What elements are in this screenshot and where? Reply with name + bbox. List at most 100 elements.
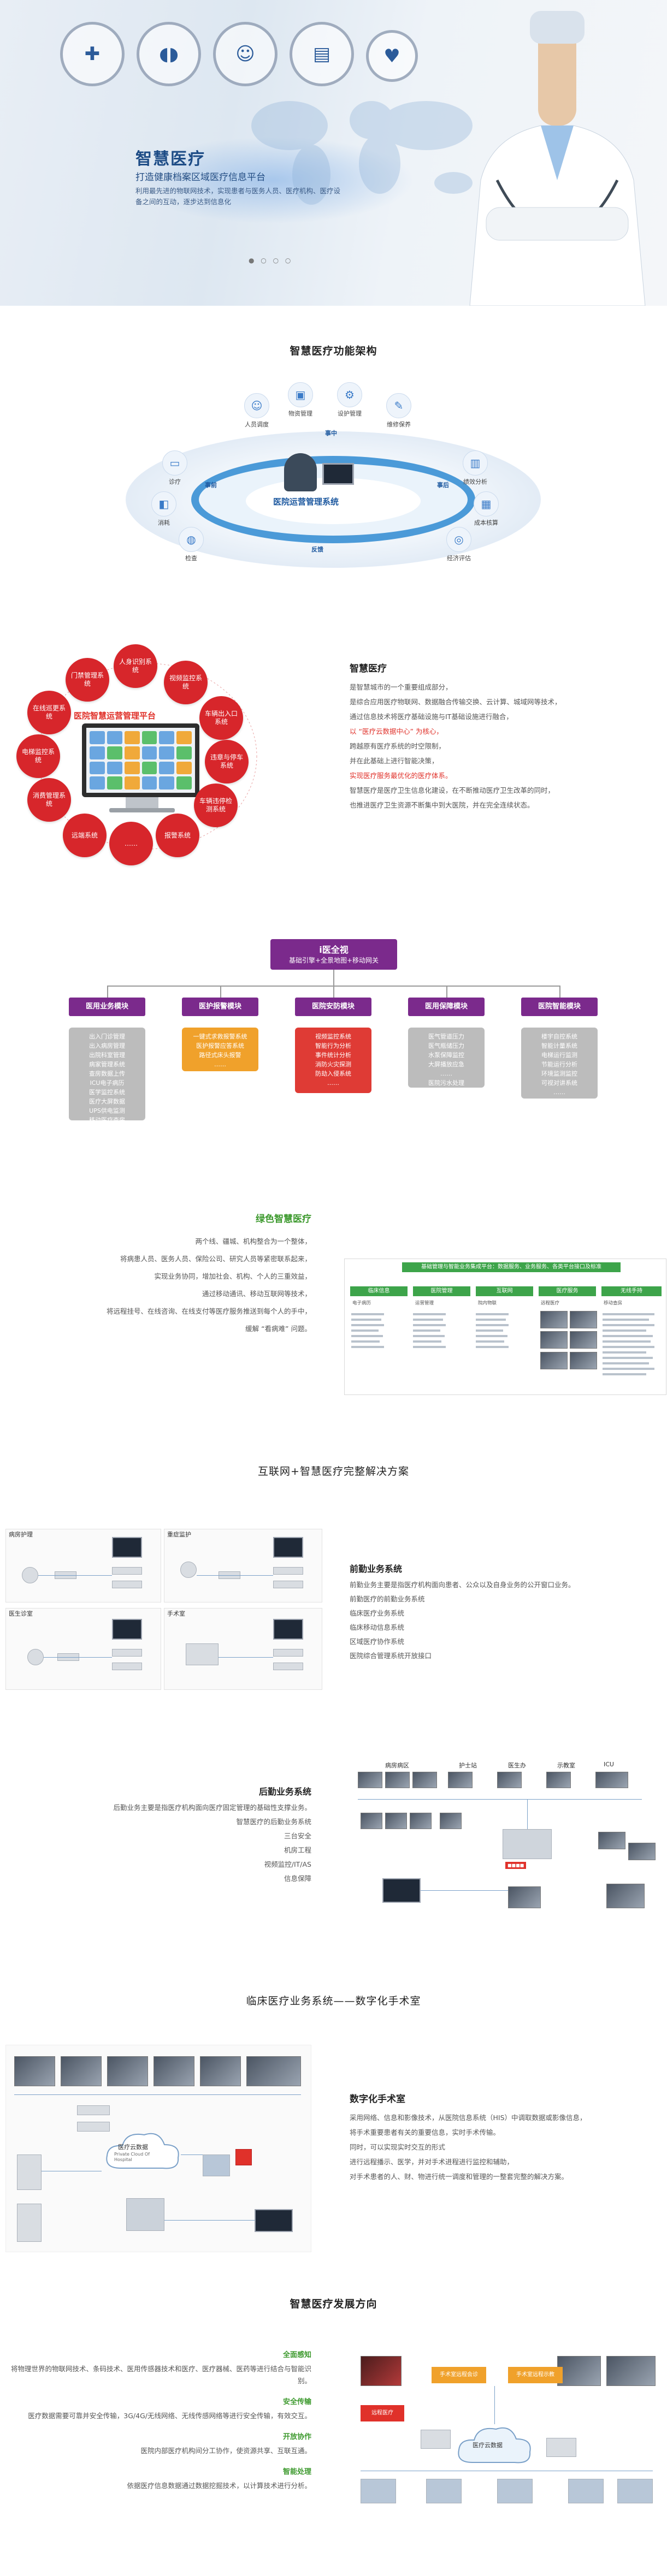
wire [38, 1575, 112, 1576]
report-icon: ▤ [290, 22, 354, 86]
iv-bag-icon [27, 1649, 44, 1665]
green-sub: 远程医疗 [541, 1301, 560, 1306]
node-treatment: ▭诊疗 [153, 450, 197, 486]
arch-tag-left: 事前 [205, 482, 217, 489]
module-item: 出入病房管理 [89, 1042, 125, 1049]
bubble-identity: 人身识别系统 [114, 644, 157, 688]
bed-icon: ▭ [162, 450, 187, 476]
device-icon [421, 2430, 451, 2449]
bubble-parking: 违章与停车系统 [205, 740, 249, 784]
module-item: 路径式床头报警 [199, 1052, 241, 1059]
green-line: 两个线、疆城、机构整合为一个整体， [195, 1237, 311, 1245]
device-icon [77, 2122, 110, 2132]
room-photo [497, 1772, 522, 1788]
green-photo [540, 1311, 568, 1328]
room-photo [546, 1772, 571, 1788]
or-heading: 数字化手术室 [350, 2094, 405, 2105]
wire [44, 1657, 112, 1658]
tree-line [333, 970, 334, 986]
front-item: 临床移动信息系统 [350, 1623, 405, 1631]
or-photo [246, 2056, 301, 2086]
module-item: 医气瓶储压力 [428, 1042, 464, 1049]
room-photo [358, 1772, 382, 1788]
bubble-vehicle-gate: 车辆出入口系统 [199, 696, 243, 740]
cart-icon [17, 2154, 42, 2190]
pill-icon: ◖◗ [137, 22, 201, 86]
carousel-dots[interactable]: ● ○ ○ ○ [249, 257, 293, 264]
green-text-grid [351, 1313, 509, 1348]
bubble-video: 视频监控系统 [164, 661, 208, 704]
device-icon [112, 1581, 142, 1588]
module-item: 病家管理系统 [89, 1061, 125, 1068]
or-line: 将手术重要患者有关的重要信息，实时手术传输。 [350, 2128, 500, 2136]
doctor-icon: ☺ [213, 22, 278, 86]
green-sub: 电子病历 [352, 1301, 371, 1306]
module-item: 智能计量系统 [541, 1042, 577, 1049]
hero-banner: ✚ ◖◗ ☺ ▤ ♥ 智慧医疗 打造健康档案区域医疗信息平台 利用最先进的物联网… [0, 0, 667, 306]
module-item: 出入门诊管理 [89, 1033, 125, 1040]
device-icon [273, 1567, 303, 1575]
room-photo [412, 1772, 437, 1788]
or-photo [107, 2056, 148, 2086]
green-sub: 移动查房 [604, 1301, 623, 1306]
hospital-icon [568, 2479, 604, 2503]
green-line: 通过移动通讯、移动互联网等技术， [202, 1290, 311, 1298]
platform-title: 医院智慧运营管理平台 [74, 711, 156, 721]
green-text: 两个线、疆城、机构整合为一个整体， 将病患人员、医务人员、保险公司、研究人员等紧… [33, 1233, 311, 1338]
or-photo [606, 2356, 656, 2386]
back-item: 视频监控/IT/AS [264, 1860, 311, 1868]
or-diagram: 医疗云数据 Private Cloud Of Hospital [5, 2045, 311, 2252]
robot-icon [126, 2198, 164, 2231]
front-item: 医院综合管理系统开放接口 [350, 1652, 432, 1660]
cloud-icon [106, 2133, 179, 2169]
module-item: 医学监控系统 [89, 1089, 125, 1096]
smart-line: 通过信息技术将医疗基础设施与IT基础设施进行融合， [350, 713, 513, 721]
hero-glow [131, 136, 415, 224]
or-line: 同时，可以实现实时交互的形式 [350, 2143, 446, 2151]
bubble-elevator: 电梯监控系统 [16, 734, 60, 778]
future-desc: 医疗数据需要可靠并安全传输，3G/4G/无线网络、无线传感网络等进行安全传输，有… [28, 2412, 311, 2420]
calculator-icon: ▦ [474, 491, 499, 517]
wire [14, 2094, 301, 2095]
or-photo [361, 2356, 402, 2386]
modules-root-subtitle: 基础引擎+全景地图+移动网关 [288, 957, 379, 964]
module-body-security: 视频监控系统 智能行为分析 事件统计分析 消防火灾探测 防劫入侵系统 …… [295, 1028, 371, 1093]
tree-line [333, 986, 334, 998]
wire [527, 1799, 528, 1829]
future-label-red: 远程医疗 [361, 2405, 404, 2421]
chart-icon: ▥ [463, 450, 488, 476]
smart-line: 是智慧城市的一个重要组成部分， [350, 683, 452, 691]
module-item: 水泵保障监控 [428, 1052, 464, 1059]
device-icon: ⚙ [337, 382, 362, 407]
smart-line: 并在此基础上进行智能决策， [350, 757, 439, 765]
room-photo [595, 1772, 628, 1788]
hospital-icon [497, 2479, 533, 2503]
or-line: 采用网络、信息和影像技术，从医院信息系统（HIS）中调取数据或影像信息， [350, 2114, 587, 2122]
module-head-medical: 医用业务模块 [69, 998, 145, 1016]
arch-tag-right: 事后 [437, 482, 449, 489]
module-item: 医院污水处理 [428, 1079, 464, 1087]
device-icon [273, 1581, 303, 1588]
arch-diagram: 医院运营管理系统 事中 事前 事后 反馈 ☺人员调度 ▣物资管理 ⚙设护管理 ✎… [109, 371, 557, 579]
node-performance: ▥绩效分析 [453, 450, 497, 486]
module-item: 可视对讲系统 [541, 1079, 577, 1087]
scene-label: 手术室 [167, 1610, 185, 1617]
green-col-head: 互联网 [476, 1286, 533, 1296]
scanner-icon: ◍ [179, 527, 204, 552]
node-maintenance: ✎维修保养 [377, 393, 421, 429]
cart-icon [17, 2204, 42, 2242]
internet-section-title: 互联网+智慧医疗完整解决方案 [258, 1465, 409, 1477]
room-photo [598, 1832, 625, 1849]
green-line: 实现业务协同，增加社会、机构、个人的三重效益， [154, 1272, 311, 1280]
module-body-smart: 楼宇自控系统 智能计量系统 电梯运行监测 节能运行分析 环境监测监控 可视对讲系… [521, 1028, 598, 1099]
green-line: 将远程挂号、在线咨询、在线支付等医疗服务推送到每个人的手中， [106, 1307, 311, 1315]
room-photo [361, 1813, 382, 1829]
module-item: 出院科室管理 [89, 1052, 125, 1059]
green-diagram-top: 基础管理与智能业务集成平台：数据服务、业务服务、各类平台接口及标准 [402, 1262, 621, 1272]
room-photo [628, 1843, 656, 1860]
bubble-more: …… [109, 822, 153, 865]
arch-section-title: 智慧医疗功能架构 [290, 345, 377, 357]
scene-label: 重症监护 [167, 1531, 191, 1538]
world-map-graphic [251, 101, 473, 205]
back-tag: 护士站 [459, 1762, 477, 1769]
